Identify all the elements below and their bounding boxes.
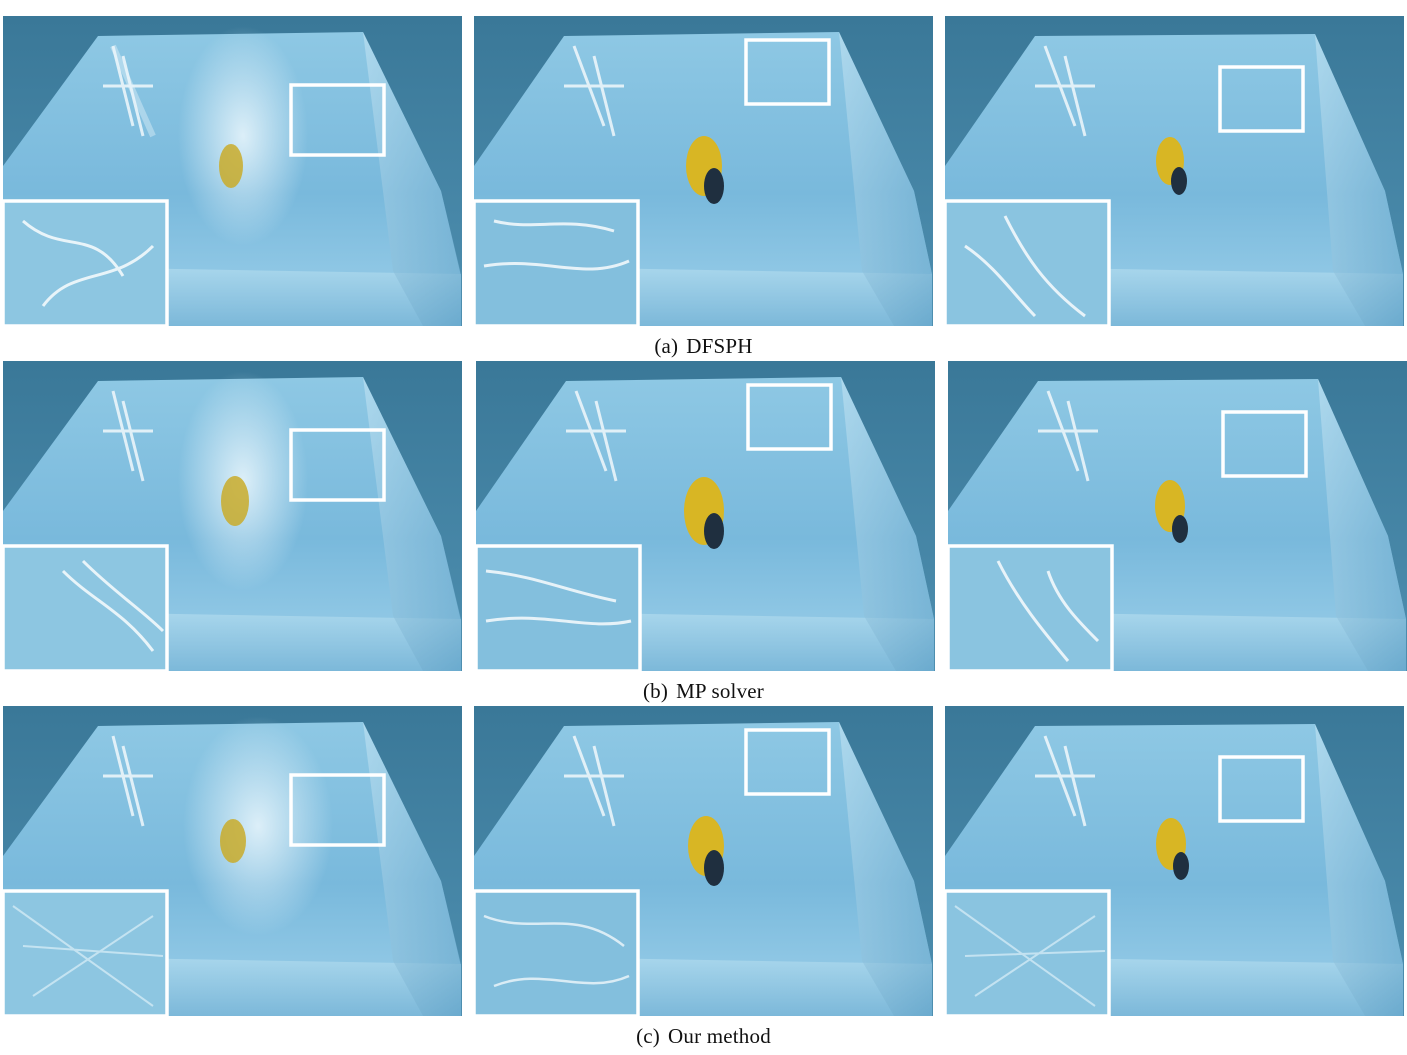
figure-row-a: (a) DFSPH [0,16,1407,358]
subfigure-caption: DFSPH [686,334,753,358]
figure-row-c: (c) Our method [0,706,1407,1048]
panel-c-1 [3,706,462,1016]
figure-row-b: (b) MP solver [0,361,1407,703]
caption-b: (b) MP solver [0,679,1407,704]
subfigure-label: (b) [642,679,669,703]
rendered-water-image [476,361,935,671]
subfigure-caption: Our method [668,1024,771,1048]
panel-a-2 [474,16,933,326]
panel-b-2 [476,361,935,671]
rendered-water-image [474,706,933,1016]
rendered-water-image [948,361,1407,671]
panel-a-3 [945,16,1404,326]
subfigure-label: (c) [636,1024,660,1048]
subfigure-label: (a) [654,334,679,358]
rendered-water-image [945,706,1404,1016]
subfigure-caption: MP solver [676,679,765,703]
caption-a: (a) DFSPH [0,334,1407,359]
rendered-water-image [945,16,1404,326]
caption-c: (c) Our method [0,1024,1407,1049]
panel-c-3 [945,706,1404,1016]
rendered-water-image [3,16,462,326]
panel-b-1 [3,361,462,671]
rendered-water-image [474,16,933,326]
panel-c-2 [474,706,933,1016]
rendered-water-image [3,361,462,671]
panel-b-3 [948,361,1407,671]
panel-a-1 [3,16,462,326]
rendered-water-image [3,706,462,1016]
